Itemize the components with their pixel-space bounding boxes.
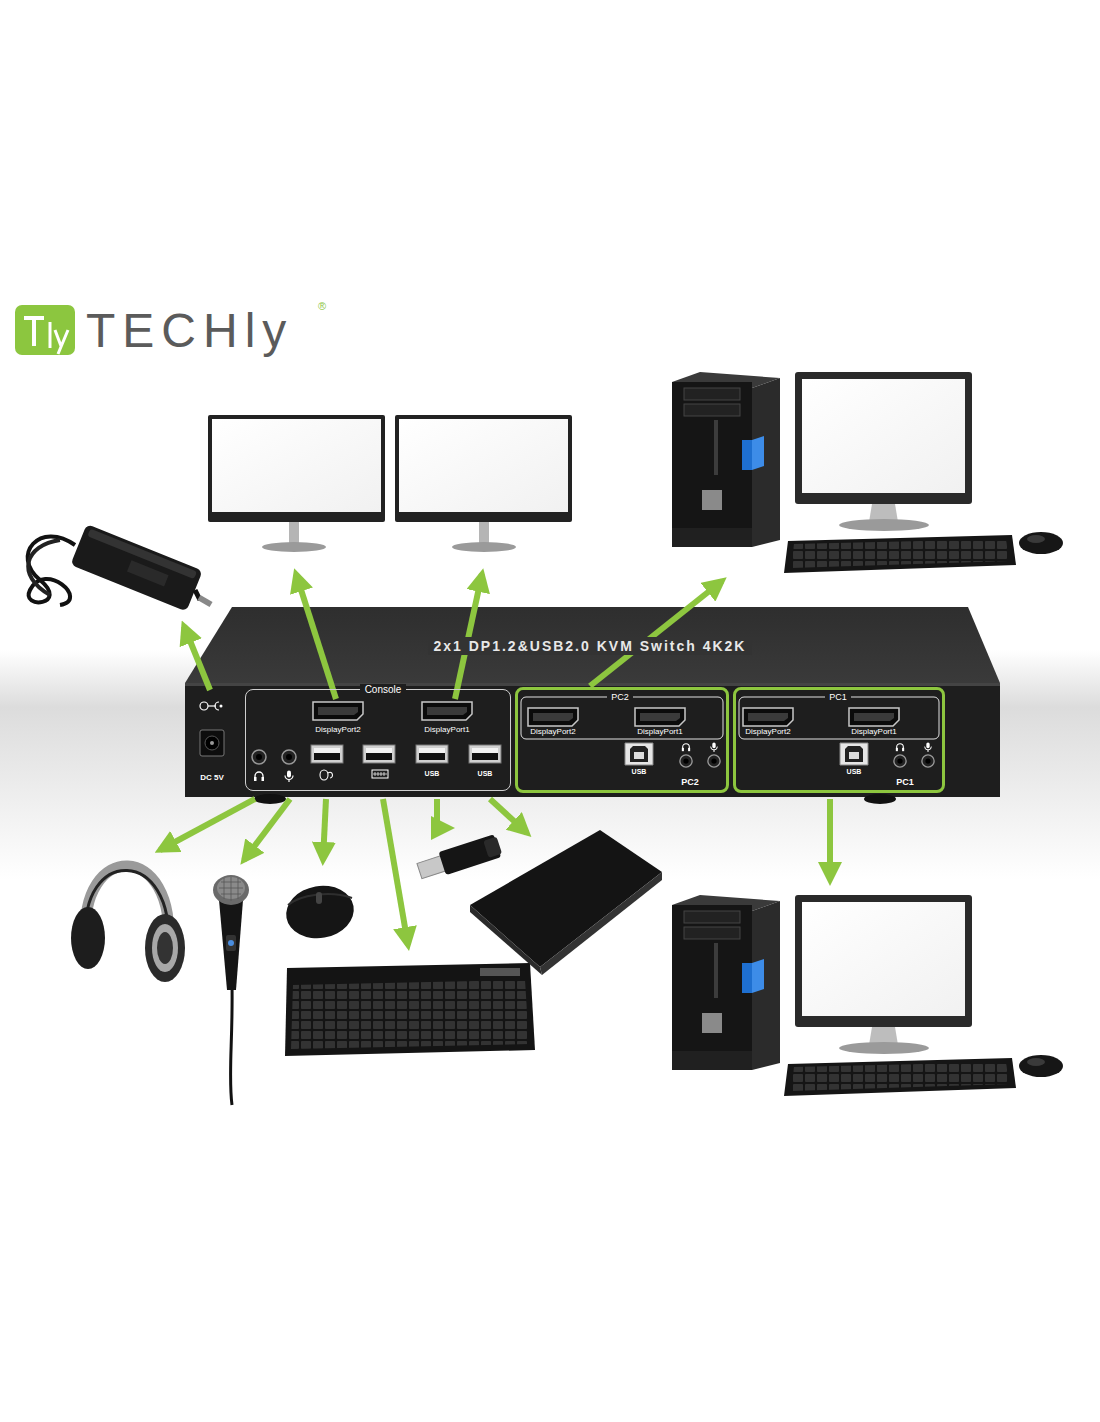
- brand-logo-text: TECHly: [86, 303, 293, 358]
- console-panel: ConsoleDisplayPort2DisplayPort1USBUSB: [245, 689, 511, 791]
- panel-heading: PC2: [607, 692, 633, 702]
- port-label: USB: [478, 770, 493, 778]
- registered-mark: ®: [318, 300, 326, 313]
- panel-label: PC1: [896, 777, 914, 787]
- port-label: USB: [632, 768, 647, 776]
- panel-label: PC2: [681, 777, 699, 787]
- pc2-panel: PC2DisplayPort2DisplayPort1USBPC2: [515, 687, 729, 793]
- panel-heading: PC1: [825, 692, 851, 702]
- port-label: USB: [425, 770, 440, 778]
- port-label: USB: [847, 768, 862, 776]
- port-label: DisplayPort2: [745, 727, 790, 736]
- port-label: DisplayPort1: [637, 727, 682, 736]
- panel-heading: Console: [360, 684, 407, 696]
- port-label: DisplayPort1: [851, 727, 896, 736]
- kvm-switch-body: 2x1 DP1.2&USB2.0 KVM Switch 4K2K DC 5V Con…: [185, 605, 1000, 797]
- port-label: DisplayPort2: [530, 727, 575, 736]
- port-label: DisplayPort1: [424, 725, 469, 734]
- power-label: DC 5V: [200, 773, 224, 782]
- port-label: DisplayPort2: [315, 725, 360, 734]
- pc1-panel: PC1DisplayPort2DisplayPort1USBPC1: [733, 687, 945, 793]
- product-title: 2x1 DP1.2&USB2.0 KVM Switch 4K2K: [428, 637, 753, 655]
